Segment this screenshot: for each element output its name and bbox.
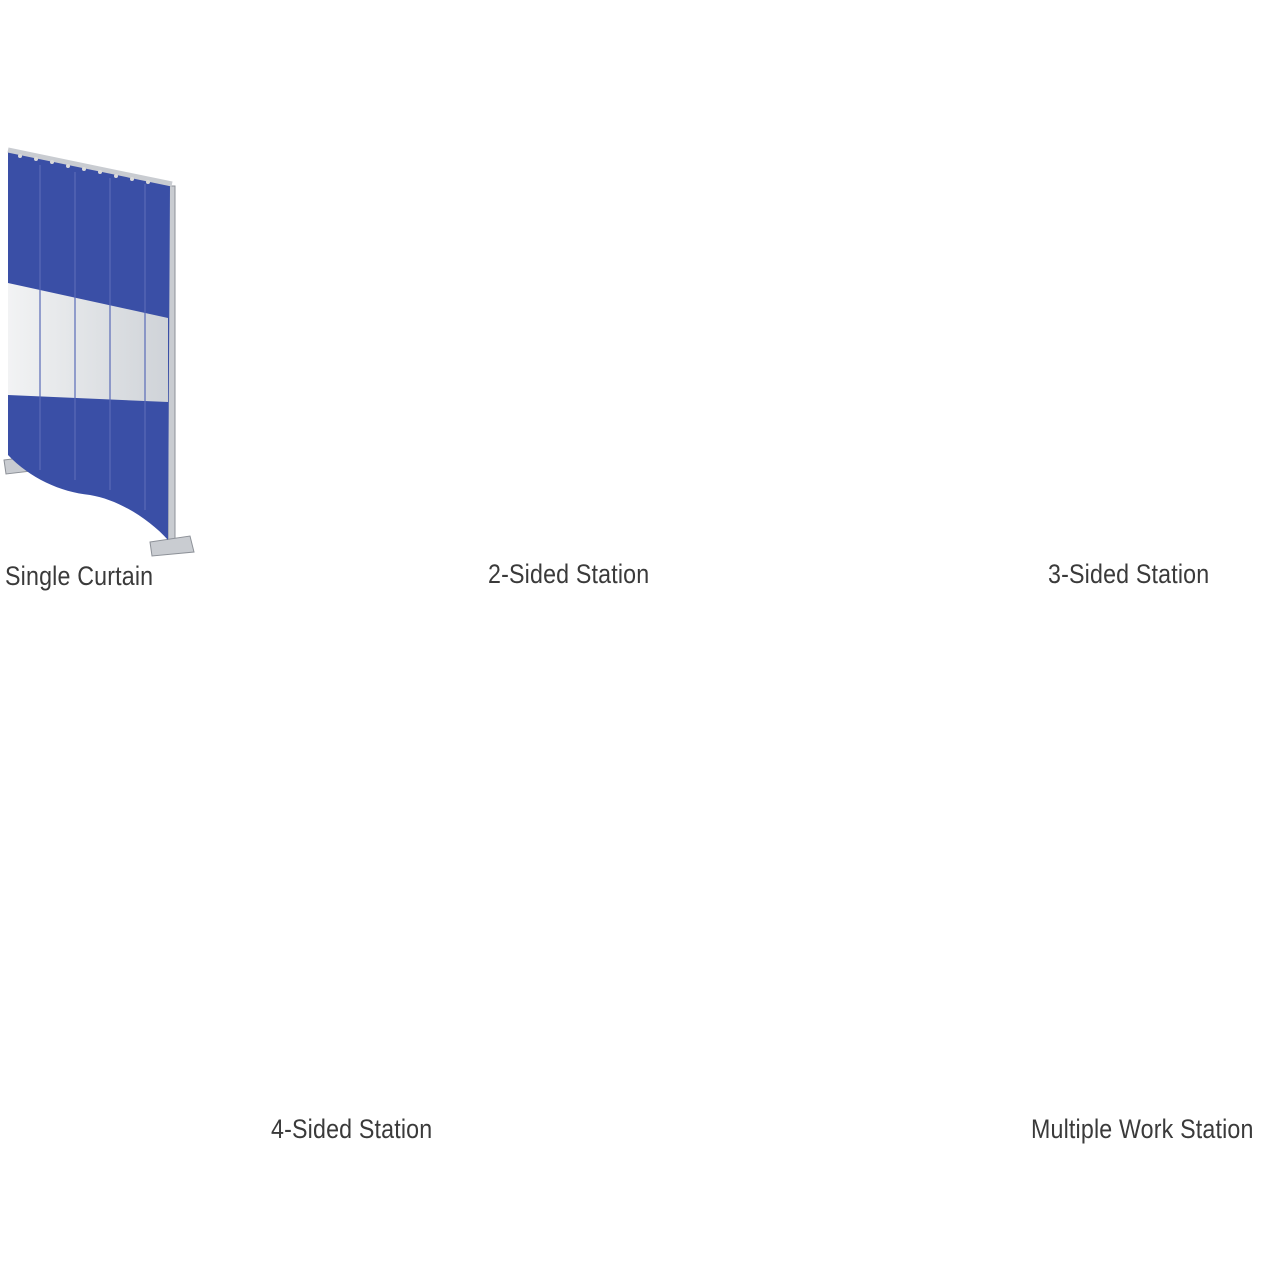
label-three-sided-station: 3-Sided Station — [1048, 559, 1210, 589]
label-two-sided-station: 2-Sided Station — [488, 559, 650, 589]
label-four-sided-station: 4-Sided Station — [271, 1114, 433, 1144]
label-multiple-work-station: Multiple Work Station — [1031, 1114, 1254, 1144]
single-curtain-illustration — [3, 147, 195, 557]
label-single-curtain: Single Curtain — [5, 561, 154, 591]
grommets — [18, 154, 150, 184]
